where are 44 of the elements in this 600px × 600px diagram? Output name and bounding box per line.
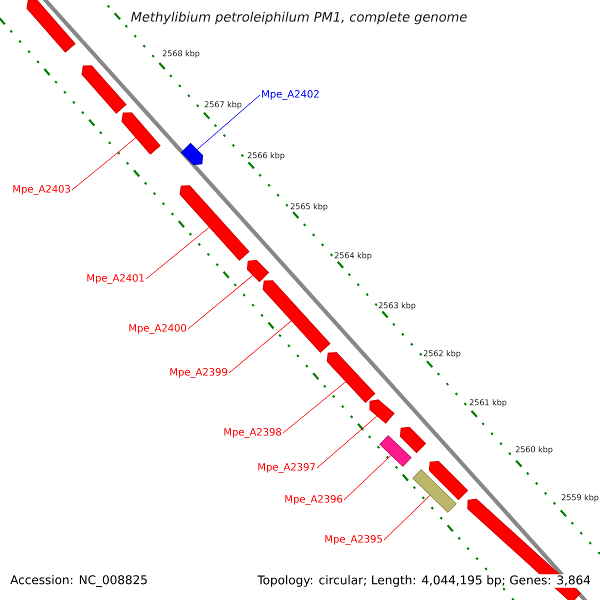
leader-line bbox=[188, 275, 254, 330]
leader-line bbox=[72, 138, 136, 190]
tick-label: 2563 kbp bbox=[378, 302, 416, 310]
gene-label: Mpe_A2403 bbox=[13, 185, 70, 195]
gene-feature bbox=[379, 435, 412, 467]
leader-line bbox=[146, 227, 210, 280]
tick-label: 2567 kbp bbox=[204, 101, 242, 109]
gene-feature bbox=[246, 260, 270, 282]
tick-label: 2568 kbp bbox=[162, 50, 200, 58]
footer-text: Topology: circular; Length: 4,044,195 bp; Genes: 3,864 bbox=[256, 574, 592, 588]
gene-label: Mpe_A2396 bbox=[285, 495, 342, 505]
footer-text: Accession: NC_008825 bbox=[10, 575, 147, 587]
leader-line bbox=[228, 320, 292, 374]
gene-feature bbox=[180, 185, 250, 261]
gene-label: Mpe_A2399 bbox=[170, 368, 228, 378]
gene-label: Mpe_A2397 bbox=[258, 463, 315, 473]
gene-feature bbox=[400, 426, 426, 454]
gene-feature bbox=[121, 112, 161, 155]
tick-label: 2560 kbp bbox=[516, 446, 552, 454]
tick-label: 2561 kbp bbox=[470, 399, 506, 407]
gene-feature bbox=[428, 460, 468, 500]
leader-line bbox=[196, 94, 260, 150]
tick-label: 2564 kbp bbox=[334, 252, 372, 260]
leader-line bbox=[384, 495, 430, 540]
gene-feature bbox=[82, 65, 127, 114]
tick-label: 2566 kbp bbox=[248, 152, 284, 160]
gene-label: Mpe_A2395 bbox=[325, 535, 382, 545]
gene-label: Mpe_A2401 bbox=[87, 274, 144, 284]
gene-label: Mpe_A2400 bbox=[129, 324, 186, 334]
gene-feature bbox=[262, 280, 331, 353]
gene-label: Mpe_A2402 bbox=[262, 90, 319, 100]
gene-label: Mpe_A2398 bbox=[224, 428, 282, 438]
gene-feature bbox=[180, 142, 204, 166]
tick-label: 2562 kbp bbox=[424, 350, 460, 358]
leader-line bbox=[282, 382, 346, 434]
gene-feature bbox=[412, 469, 457, 513]
leader-line bbox=[344, 455, 392, 500]
gene-feature bbox=[370, 399, 395, 424]
leader-line bbox=[316, 416, 378, 468]
tick-label: 2565 kbp bbox=[290, 203, 328, 211]
title: Methylibium petroleiphilum PM1, complete genome bbox=[131, 12, 467, 24]
gene-feature bbox=[326, 352, 376, 404]
tick-label: 2559 kbp bbox=[562, 494, 598, 502]
gene-feature bbox=[26, 0, 76, 53]
